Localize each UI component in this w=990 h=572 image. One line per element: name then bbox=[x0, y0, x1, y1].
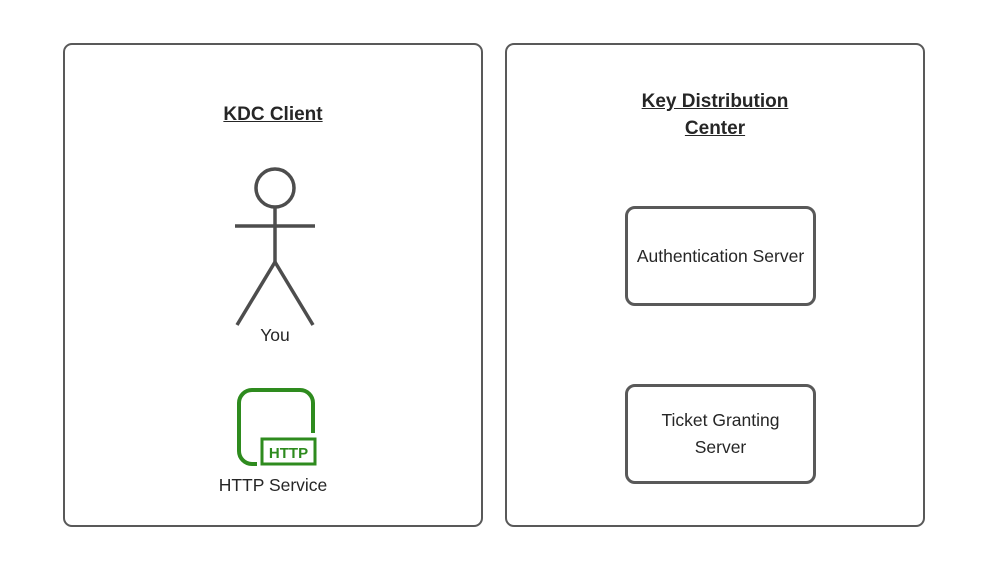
kdc-client-title-text: KDC Client bbox=[223, 104, 323, 125]
kdc-client-title: KDC Client bbox=[65, 101, 481, 128]
ticket-granting-server-label: Ticket Granting Server bbox=[661, 410, 780, 457]
authentication-server-label: Authentication Server bbox=[636, 245, 805, 266]
kdc-client-panel: KDC Client You HTTP HTTP Service bbox=[63, 43, 483, 527]
actor-label: You bbox=[260, 325, 290, 345]
ticket-granting-server-box: Ticket Granting Server bbox=[625, 384, 816, 484]
http-service-icon: HTTP bbox=[237, 388, 320, 469]
http-service-label: HTTP Service bbox=[218, 475, 328, 495]
key-distribution-center-panel: Key Distribution Center Authentication S… bbox=[505, 43, 925, 527]
authentication-server-box: Authentication Server bbox=[625, 206, 816, 306]
person-icon bbox=[235, 167, 315, 326]
http-badge-text: HTTP bbox=[269, 445, 308, 462]
key-distribution-center-title-text: Key Distribution Center bbox=[641, 91, 789, 139]
key-distribution-center-title: Key Distribution Center bbox=[507, 88, 923, 142]
